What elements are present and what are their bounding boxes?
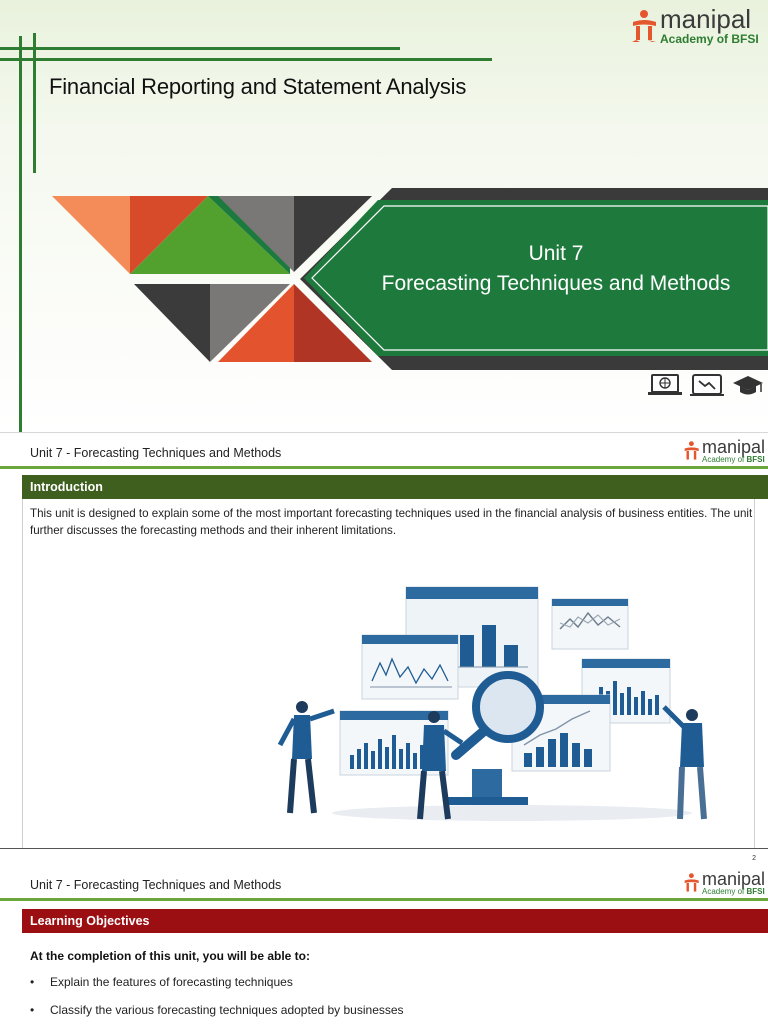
list-item: • Classify the various forecasting techn… — [30, 1003, 404, 1024]
introduction-slide: Unit 7 - Forecasting Techniques and Meth… — [0, 432, 768, 849]
decorative-vertical-line — [19, 36, 22, 432]
slide-header: Unit 7 - Forecasting Techniques and Meth… — [30, 446, 282, 460]
brand-name: manipal — [660, 4, 752, 34]
page-number: 2 — [752, 855, 756, 862]
tablet-chart-icon — [690, 374, 724, 396]
cover-icons — [648, 373, 764, 397]
section-title-bar: Introduction — [22, 475, 768, 499]
unit-title: Forecasting Techniques and Methods — [381, 272, 731, 295]
triangle-mosaic-graphic — [52, 196, 372, 362]
manipal-logo: manipal Academy of BFSI — [682, 438, 765, 464]
manipal-logo-icon — [684, 441, 699, 460]
manipal-logo: manipal Academy of BFSI — [630, 6, 759, 45]
cover-slide: manipal Academy of BFSI Financial Report… — [0, 0, 768, 432]
manipal-logo-icon — [684, 873, 699, 892]
decorative-horizontal-line — [0, 58, 492, 61]
brand-sub: Academy of BFSI — [660, 32, 759, 46]
slide-header: Unit 7 - Forecasting Techniques and Meth… — [30, 878, 282, 892]
brand-name: manipal — [702, 437, 766, 457]
decorative-vertical-line — [33, 33, 36, 173]
objective-text: Explain the features of forecasting tech… — [50, 975, 293, 989]
content-border-right — [754, 499, 755, 849]
content-border-left — [22, 499, 23, 849]
bullet-icon: • — [30, 1003, 35, 1017]
course-title: Financial Reporting and Statement Analys… — [49, 74, 467, 99]
brand-sub: Academy of BFSI — [702, 455, 765, 464]
laptop-globe-icon — [648, 374, 682, 395]
decorative-horizontal-line — [0, 47, 400, 50]
unit-heading: Unit 7 Forecasting Techniques and Method… — [356, 240, 756, 300]
manipal-logo: manipal Academy of BFSI — [682, 870, 765, 896]
section-title-bar: Learning Objectives — [22, 909, 768, 933]
bullet-icon: • — [30, 975, 35, 989]
unit-ribbon — [300, 188, 768, 370]
header-divider — [0, 466, 768, 469]
header-divider — [0, 898, 768, 901]
objectives-list: • Explain the features of forecasting te… — [30, 975, 404, 1024]
list-item: • Explain the features of forecasting te… — [30, 975, 404, 1003]
objective-text: Classify the various forecasting techniq… — [50, 1003, 404, 1017]
brand-name: manipal — [702, 869, 766, 889]
intro-paragraph: This unit is designed to explain some of… — [30, 507, 753, 537]
brand-sub: Academy of BFSI — [702, 887, 765, 896]
graduation-cap-icon — [733, 376, 763, 395]
unit-number: Unit 7 — [528, 242, 584, 265]
objectives-lead: At the completion of this unit, you will… — [30, 949, 310, 963]
data-analysis-illustration — [277, 586, 707, 821]
learning-objectives-slide: 2 Unit 7 - Forecasting Techniques and Me… — [0, 848, 768, 1024]
manipal-logo-icon — [632, 9, 656, 42]
